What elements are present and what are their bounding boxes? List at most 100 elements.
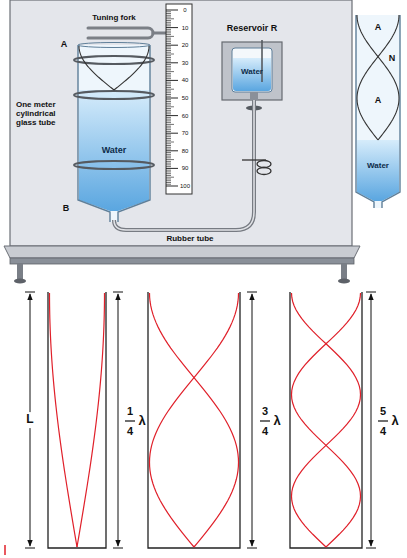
wavelength-fraction: 5 — [380, 405, 386, 418]
standing-wave-curve — [150, 293, 239, 547]
scale-ticks — [166, 182, 171, 183]
part-label: Rubber tube — [166, 234, 213, 243]
scale-number: 0 — [183, 7, 186, 14]
scale-ticks — [166, 38, 171, 39]
dimension-arrow — [118, 294, 119, 546]
scale-ticks — [166, 92, 171, 93]
rubber-tube — [114, 100, 254, 230]
scale-ticks — [166, 50, 171, 51]
reservoir — [233, 58, 271, 91]
scale-ticks — [166, 36, 174, 37]
glass-tube — [78, 45, 150, 222]
scale-ticks — [166, 22, 171, 23]
scale-ticks — [166, 11, 171, 12]
base-platform — [338, 279, 350, 284]
scale-ticks — [166, 119, 171, 120]
dimension-arrow — [113, 548, 123, 549]
apparatus-label: Tuning fork — [92, 13, 135, 22]
scale-ticks — [166, 154, 171, 155]
standing-wave-curve — [114, 46, 149, 90]
glass-tube — [79, 90, 149, 211]
scale-ticks — [166, 41, 171, 42]
tuning-fork — [88, 28, 180, 38]
scale-ticks — [166, 98, 178, 99]
scale-ticks — [166, 31, 171, 32]
scale-ticks — [166, 18, 174, 19]
tube-clamp — [74, 56, 154, 169]
water-label: Water — [367, 161, 389, 170]
scale-ticks — [166, 142, 174, 143]
resonance-tube-detail — [357, 140, 399, 201]
fraction-bar — [378, 420, 388, 421]
scale-ticks — [166, 149, 171, 150]
scale-ticks — [166, 161, 171, 162]
corner-mark — [5, 545, 6, 555]
scale-ticks — [166, 156, 171, 157]
wavelength-fraction: λ — [273, 414, 280, 429]
scale-ticks — [166, 66, 171, 67]
glass-tube — [78, 43, 150, 223]
closed-tube — [48, 292, 106, 548]
scale-ticks — [166, 175, 171, 176]
scale-ticks — [166, 166, 171, 167]
tuning-fork — [88, 28, 153, 38]
dimension-arrow — [366, 548, 376, 549]
standing-wave-curve — [357, 15, 399, 140]
scale-ticks — [166, 15, 171, 16]
scale-ticks — [166, 164, 171, 165]
fraction-bar — [260, 420, 270, 421]
scale-ticks — [166, 90, 171, 91]
back-board — [10, 0, 352, 246]
dimension-arrow — [113, 292, 123, 548]
pinch-clamp — [257, 161, 271, 168]
dimension-arrow — [247, 292, 257, 293]
scale-ticks — [166, 75, 171, 76]
resonance-tube-detail — [356, 15, 400, 208]
glass-tube — [78, 43, 150, 48]
standing-wave-curve — [79, 46, 114, 90]
reservoir — [232, 48, 272, 92]
standing-wave-curve — [292, 293, 361, 547]
dimension-arrow — [113, 292, 123, 293]
scale-ticks — [166, 76, 171, 77]
scale-ticks — [166, 163, 171, 164]
reservoir — [222, 42, 282, 100]
scale-ticks — [166, 112, 171, 113]
scale-number: 100 — [180, 183, 190, 190]
base-platform — [17, 264, 23, 280]
scale-ticks — [166, 115, 178, 116]
scale-ticks — [166, 39, 171, 40]
scale-ticks — [166, 24, 171, 25]
rubber-tube — [114, 100, 254, 230]
scale-ticks — [166, 147, 171, 148]
scale-ticks — [166, 85, 171, 86]
scale-ticks — [166, 171, 171, 172]
fraction-bar — [125, 420, 135, 421]
standing-wave-curve — [50, 293, 78, 547]
scale-ticks — [166, 29, 171, 30]
scale-ticks — [166, 20, 171, 21]
base-platform — [4, 246, 360, 284]
scale-ticks — [166, 80, 178, 81]
standing-wave-curve — [292, 293, 361, 547]
scale-ticks — [166, 157, 171, 158]
scale-ticks — [166, 120, 171, 121]
scale-ticks — [166, 159, 174, 160]
scale-ticks — [166, 43, 171, 44]
antinode-label: A — [61, 39, 68, 49]
tube-clamp — [74, 161, 154, 169]
base-platform — [341, 264, 347, 280]
scale-ticks — [166, 25, 171, 26]
scale-ticks — [166, 94, 171, 95]
standing-wave-curve — [150, 293, 239, 547]
dimension-arrow — [247, 292, 257, 548]
generated-drawing — [25, 10, 399, 548]
scale-number: 90 — [182, 165, 189, 172]
scale-ticks — [166, 48, 171, 49]
wavelength-fraction: 3 — [262, 405, 268, 418]
dimension-arrow — [247, 548, 257, 549]
scale-number: 60 — [182, 112, 189, 119]
